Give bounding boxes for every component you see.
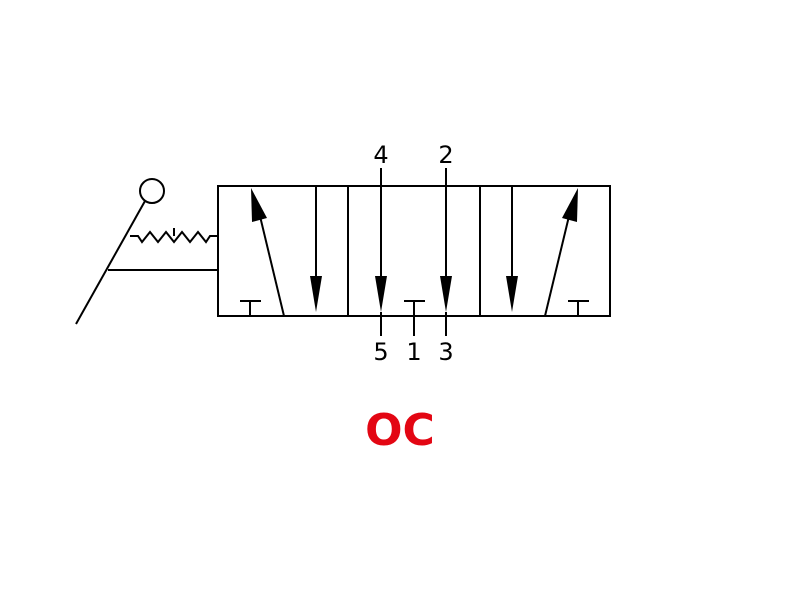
port-label-2: 2 <box>438 141 453 169</box>
port-label-3: 3 <box>438 338 453 366</box>
detent-spring <box>130 230 218 244</box>
port-label-4: 4 <box>373 141 388 169</box>
port-4-arrowhead <box>375 276 387 312</box>
port-2-arrowhead <box>440 276 452 312</box>
middle-position <box>375 168 452 336</box>
right-diagonal-flow <box>544 211 571 317</box>
lever-arm <box>75 200 146 325</box>
right-position <box>506 186 589 317</box>
valve-body <box>217 185 611 317</box>
lever-knob <box>139 178 165 204</box>
left-down-arrowhead <box>310 276 322 312</box>
right-down-arrowhead <box>506 276 518 312</box>
left-position <box>240 186 322 317</box>
left-diagonal-arrowhead <box>251 188 267 222</box>
left-diagonal-flow <box>258 211 285 317</box>
port-label-5: 5 <box>373 338 388 366</box>
right-diagonal-arrowhead <box>562 188 578 222</box>
valve-outline <box>217 185 611 317</box>
port-label-1: 1 <box>406 338 421 366</box>
lever-actuator <box>75 178 218 325</box>
valve-caption: OC <box>365 405 435 456</box>
